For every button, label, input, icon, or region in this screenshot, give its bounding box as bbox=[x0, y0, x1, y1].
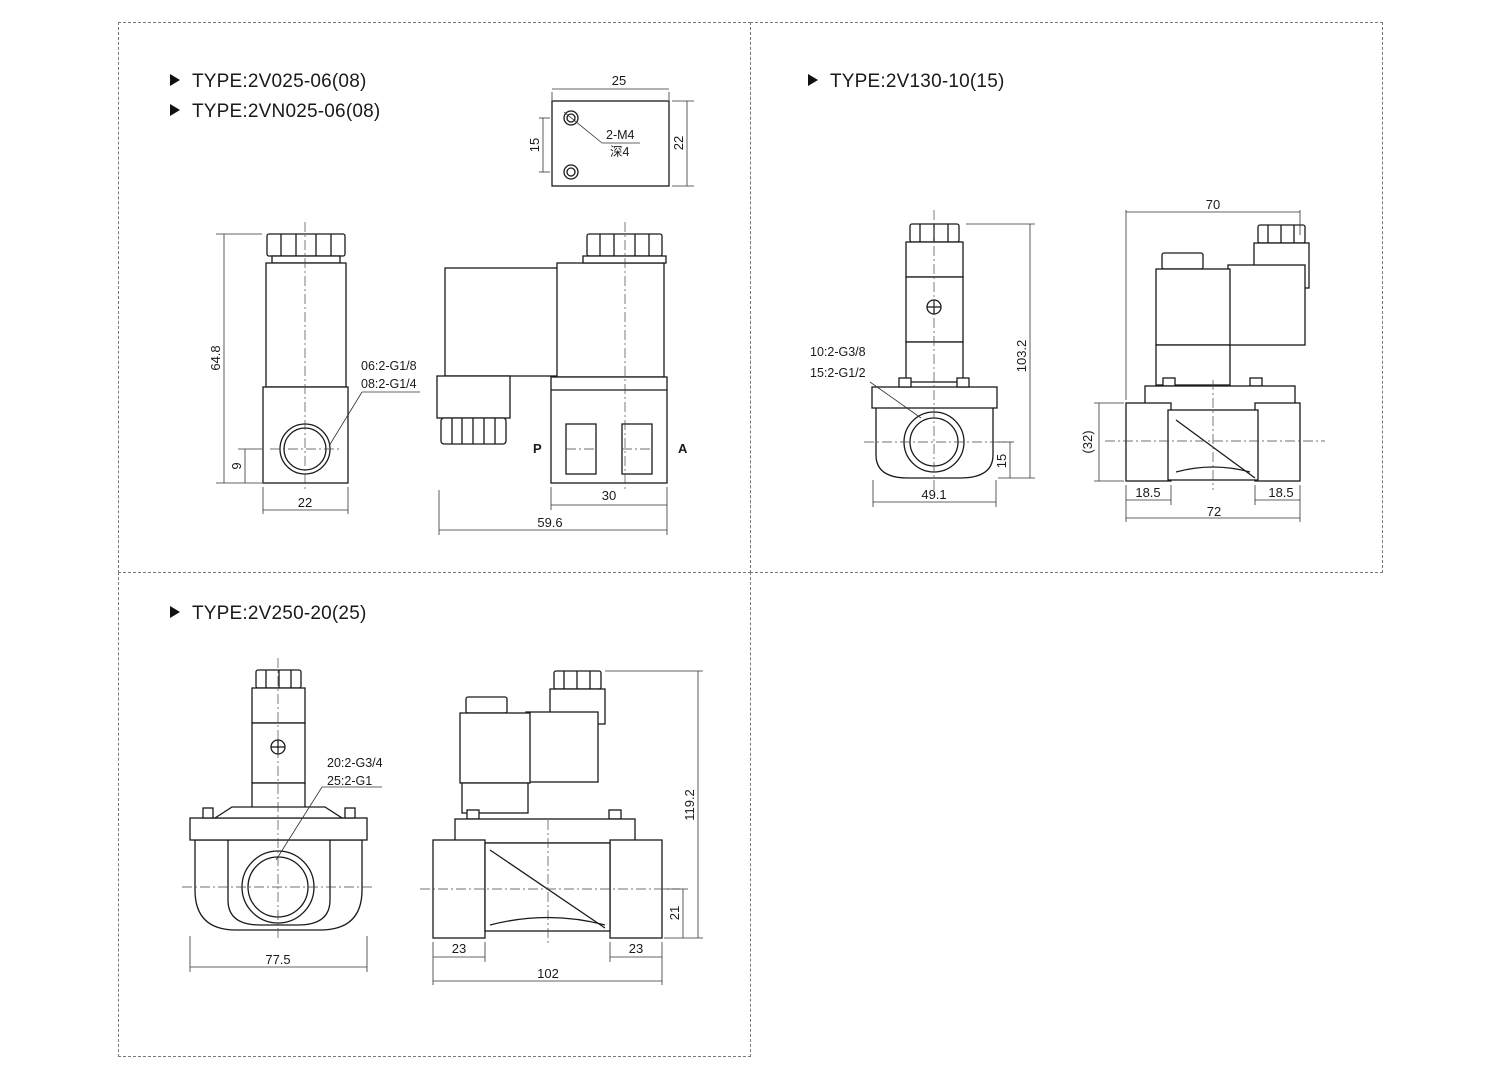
large-valve-side-view bbox=[420, 670, 703, 985]
type-label: TYPE:2VN025-06(08) bbox=[192, 101, 381, 122]
dim-large-total-length: 102 bbox=[537, 966, 559, 981]
type-heading-2v250: TYPE:2V250-20(25) bbox=[170, 603, 367, 625]
large-valve-front-view bbox=[182, 658, 382, 972]
medium-valve-side-view bbox=[1094, 210, 1325, 522]
label-medium-ports-line1: 10:2-G3/8 bbox=[810, 345, 866, 359]
label-mount-thread: 2-M4 bbox=[606, 128, 635, 142]
dim-front-offset: 9 bbox=[229, 462, 244, 469]
label-port-a: A bbox=[678, 441, 688, 456]
dim-medium-width: 49.1 bbox=[921, 487, 946, 502]
small-valve-side-view bbox=[436, 222, 668, 535]
label-ports-line2: 08:2-G1/4 bbox=[361, 377, 417, 391]
dim-large-width: 77.5 bbox=[265, 952, 290, 967]
label-ports-line1: 06:2-G1/8 bbox=[361, 359, 417, 373]
dim-large-thread-right: 23 bbox=[629, 941, 643, 956]
dim-medium-total-length: 72 bbox=[1207, 504, 1221, 519]
mounting-plate-drawing bbox=[539, 88, 694, 187]
medium-valve-front-view bbox=[864, 210, 1035, 507]
dim-total-length: 59.6 bbox=[537, 515, 562, 530]
label-port-p: P bbox=[533, 441, 542, 456]
panel-large-valve bbox=[118, 572, 751, 1057]
bullet-triangle-icon bbox=[170, 104, 180, 116]
bullet-triangle-icon bbox=[808, 74, 818, 86]
bullet-triangle-icon bbox=[170, 606, 180, 618]
label-mount-depth: 深4 bbox=[610, 145, 630, 159]
type-heading-2v025: TYPE:2V025-06(08) bbox=[170, 71, 367, 93]
type-heading-2vn025: TYPE:2VN025-06(08) bbox=[170, 101, 380, 123]
dim-large-height: 119.2 bbox=[682, 789, 697, 821]
type-label: TYPE:2V130-10(15) bbox=[830, 71, 1005, 92]
dim-medium-thread-left: 18.5 bbox=[1135, 485, 1160, 500]
dim-front-width: 22 bbox=[298, 495, 312, 510]
dim-medium-thread-right: 18.5 bbox=[1268, 485, 1293, 500]
bullet-triangle-icon bbox=[170, 74, 180, 86]
dim-medium-offset: 15 bbox=[994, 454, 1009, 468]
dim-large-offset: 21 bbox=[667, 906, 682, 920]
panel-medium-valve bbox=[750, 22, 1383, 573]
type-label: TYPE:2V250-20(25) bbox=[192, 603, 367, 624]
dim-medium-top-width: 70 bbox=[1206, 197, 1220, 212]
dim-mount-spacing: 15 bbox=[527, 138, 542, 152]
dim-large-thread-left: 23 bbox=[452, 941, 466, 956]
dim-body-length: 30 bbox=[602, 488, 616, 503]
dim-front-height: 64.8 bbox=[208, 345, 223, 370]
label-large-ports-line2: 25:2-G1 bbox=[327, 774, 372, 788]
dim-mount-height: 22 bbox=[671, 136, 686, 150]
dim-medium-height: 103.2 bbox=[1014, 340, 1029, 373]
type-label: TYPE:2V025-06(08) bbox=[192, 71, 367, 92]
dim-mount-width: 25 bbox=[612, 73, 626, 88]
label-large-ports-line1: 20:2-G3/4 bbox=[327, 756, 383, 770]
small-valve-front-view bbox=[216, 222, 420, 514]
type-heading-2v130: TYPE:2V130-10(15) bbox=[808, 71, 1005, 93]
label-medium-ports-line2: 15:2-G1/2 bbox=[810, 366, 866, 380]
dim-medium-body-height: (32) bbox=[1080, 430, 1095, 453]
